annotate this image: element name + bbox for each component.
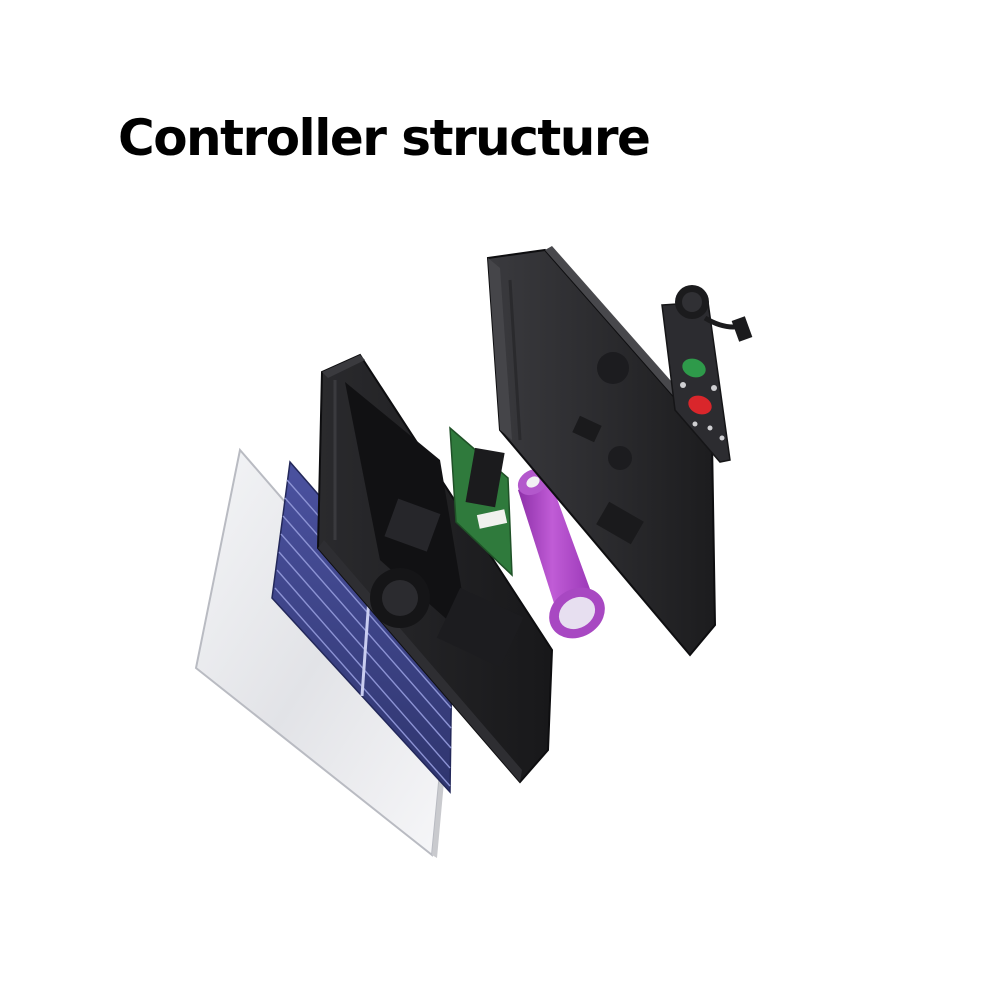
page-title: Controller structure [118, 109, 651, 167]
circuit-board [449, 426, 513, 577]
control-panel [661, 285, 753, 463]
power-button-green-icon [682, 358, 706, 378]
solar-panel [194, 447, 453, 858]
stop-button-red-icon [688, 395, 712, 415]
solar-cells [271, 460, 453, 794]
front-housing [316, 353, 554, 784]
